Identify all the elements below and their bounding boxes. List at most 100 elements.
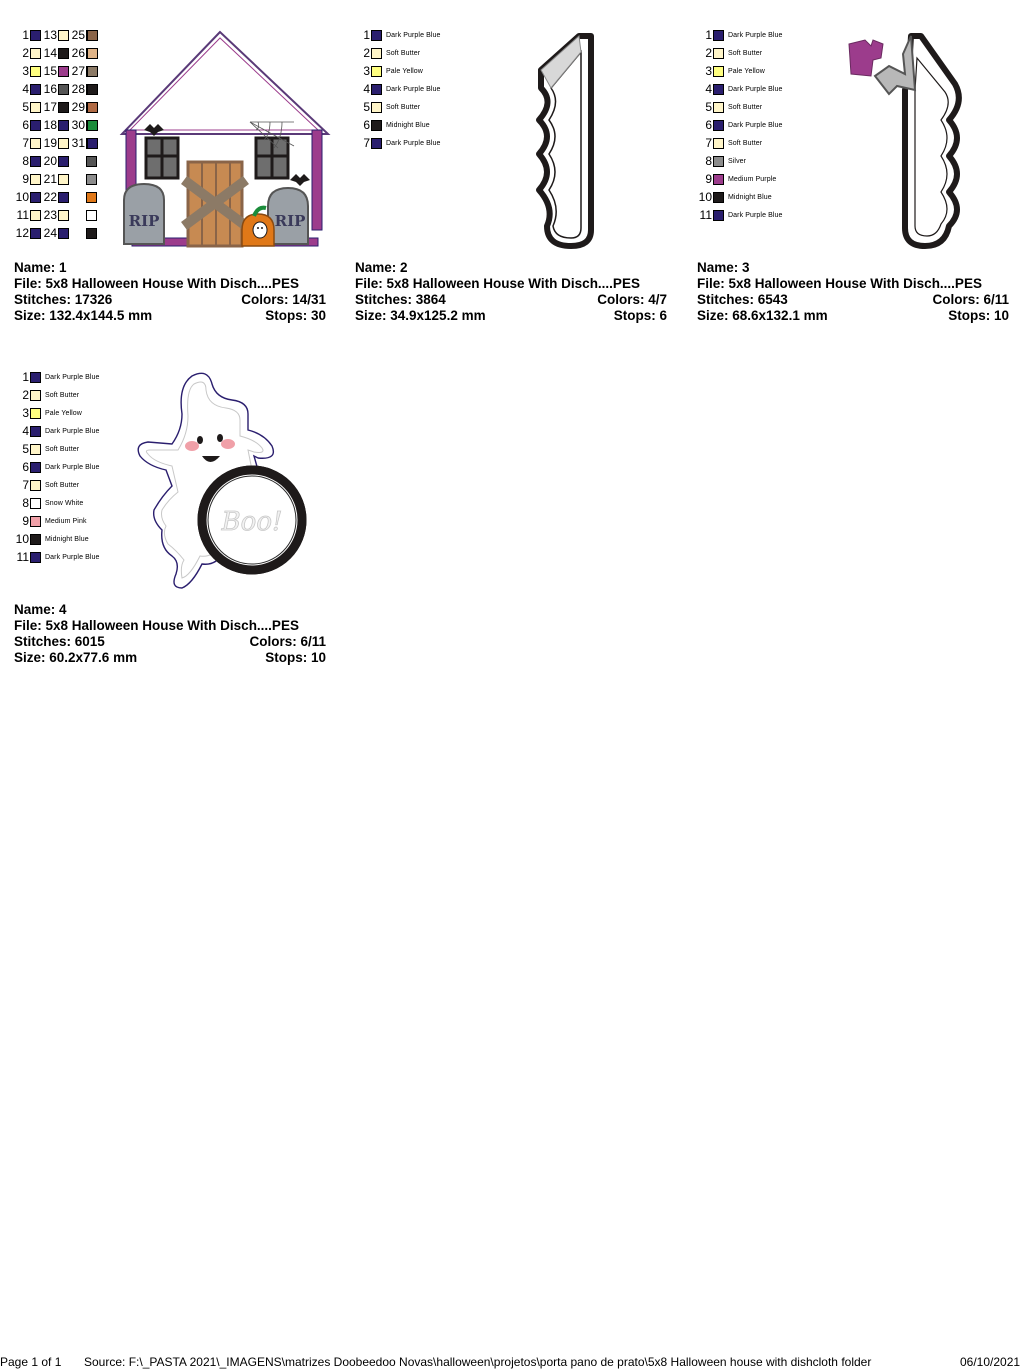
legend-row: 22 xyxy=(42,188,69,206)
tombstone-left-text: RIP xyxy=(129,212,160,230)
thread-color-name: Soft Butter xyxy=(45,445,80,453)
thread-color-name: Dark Purple Blue xyxy=(728,121,783,129)
color-swatch xyxy=(713,119,724,131)
print-date: 06/10/2021 xyxy=(960,1355,1021,1369)
legend-number: 10 xyxy=(15,190,29,204)
thread-color-name: Pale Yellow xyxy=(386,67,423,75)
legend-row: 12 xyxy=(14,224,41,242)
color-swatch xyxy=(58,137,69,149)
color-swatch xyxy=(30,461,41,473)
color-swatch xyxy=(87,83,98,95)
legend-number: 9 xyxy=(22,172,29,186)
legend-number: 8 xyxy=(705,154,712,168)
color-swatch xyxy=(86,191,97,203)
legend-row xyxy=(86,80,98,98)
color-swatch xyxy=(58,29,69,41)
color-swatch xyxy=(30,83,41,95)
color-swatch xyxy=(58,191,69,203)
color-swatch xyxy=(371,101,382,113)
color-swatch xyxy=(86,173,97,185)
thread-color-name: Dark Purple Blue xyxy=(728,85,783,93)
color-swatch xyxy=(87,137,98,149)
color-swatch xyxy=(30,389,41,401)
legend-row xyxy=(86,62,98,80)
color-swatch xyxy=(30,101,41,113)
legend-number: 11 xyxy=(16,208,29,222)
color-swatch xyxy=(30,551,41,563)
design-size: Size: 68.6x132.1 mm xyxy=(697,308,828,323)
legend-row: 6 xyxy=(14,116,41,134)
design-name: Name: 2 xyxy=(355,260,408,275)
legend-row: 13 xyxy=(42,26,69,44)
legend-number: 20 xyxy=(43,154,57,168)
legend-number: 6 xyxy=(22,460,29,474)
thread-color-name: Dark Purple Blue xyxy=(45,427,100,435)
legend-row: 20 xyxy=(42,152,69,170)
legend-row: 24 xyxy=(42,224,69,242)
color-swatch xyxy=(713,47,724,59)
color-swatch xyxy=(371,65,382,77)
legend-number: 25 xyxy=(71,28,85,42)
legend-row: 8 xyxy=(14,152,41,170)
legend-number: 26 xyxy=(71,46,85,60)
legend-number: 7 xyxy=(705,136,712,150)
design-file: File: 5x8 Halloween House With Disch....… xyxy=(14,618,299,633)
legend-number: 7 xyxy=(22,136,29,150)
thread-color-name: Dark Purple Blue xyxy=(45,463,100,471)
legend-number: 2 xyxy=(705,46,712,60)
dishcloth-holder-side-artwork xyxy=(536,33,594,249)
legend-row: 6 Dark Purple Blue xyxy=(14,458,100,476)
legend-number: 23 xyxy=(43,208,57,222)
color-swatch xyxy=(371,47,382,59)
legend-number: 2 xyxy=(22,388,29,402)
legend-number: 10 xyxy=(15,532,29,546)
design-stitches: Stitches: 6015 xyxy=(14,634,105,649)
color-swatch xyxy=(58,101,69,113)
thread-color-name: Medium Pink xyxy=(45,517,87,525)
legend-number: 1 xyxy=(363,28,370,42)
legend-number: 8 xyxy=(22,496,29,510)
legend-row: 21 xyxy=(42,170,69,188)
legend-row: 17 xyxy=(42,98,69,116)
thread-color-name: Midnight Blue xyxy=(386,121,430,129)
color-swatch xyxy=(30,191,41,203)
legend-number: 4 xyxy=(705,82,712,96)
color-swatch xyxy=(713,209,724,221)
legend-number: 13 xyxy=(43,28,57,42)
legend-number: 5 xyxy=(705,100,712,114)
color-swatch xyxy=(30,515,41,527)
color-swatch xyxy=(58,83,69,95)
legend-number: 9 xyxy=(22,514,29,528)
legend-number: 3 xyxy=(705,64,712,78)
legend-number: 14 xyxy=(43,46,57,60)
legend-number: 4 xyxy=(363,82,370,96)
design-stops: Stops: 10 xyxy=(948,308,1009,323)
legend-row: 23 xyxy=(42,206,69,224)
legend-number: 15 xyxy=(43,64,57,78)
color-swatch xyxy=(30,371,41,383)
design-colors: Colors: 6/11 xyxy=(249,634,326,649)
color-swatch xyxy=(30,227,41,239)
legend-row: 4 xyxy=(14,80,41,98)
legend-number: 28 xyxy=(71,82,85,96)
color-swatch xyxy=(58,209,69,221)
thread-color-name: Soft Butter xyxy=(728,49,763,57)
design-stitches: Stitches: 17326 xyxy=(14,292,113,307)
thread-color-name: Dark Purple Blue xyxy=(386,139,441,147)
design-file: File: 5x8 Halloween House With Disch....… xyxy=(697,276,982,291)
